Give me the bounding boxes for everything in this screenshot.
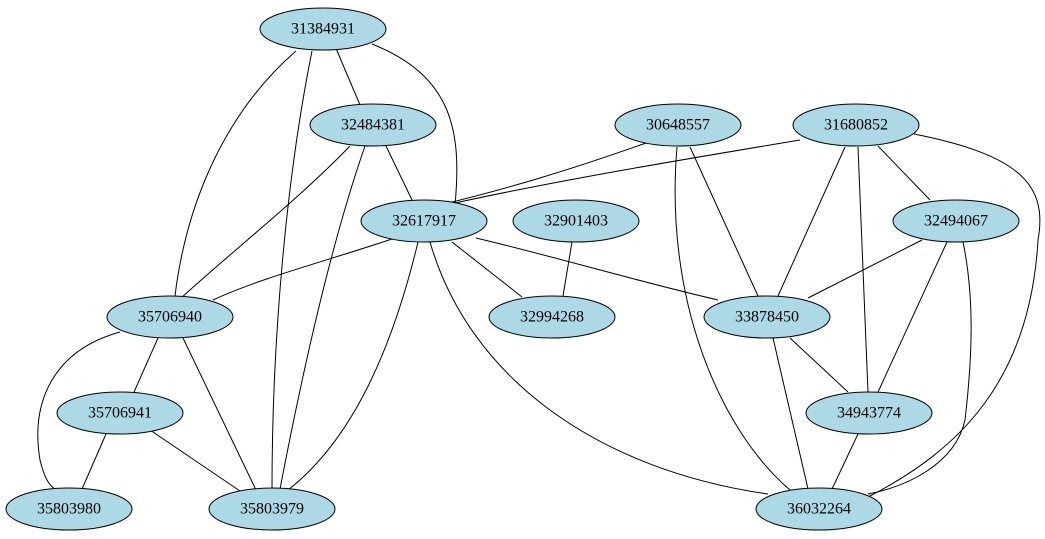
edge-34943774-36032264: [831, 433, 859, 490]
node-ellipse: [309, 103, 437, 147]
node-label: 31680852: [824, 117, 888, 134]
node-32484381[interactable]: 32484381: [309, 103, 437, 147]
edge-33878450-34943774: [789, 337, 849, 393]
node-label: 32994268: [520, 309, 584, 326]
edge-30648557-33878450: [689, 146, 759, 297]
node-label: 32494067: [924, 213, 988, 230]
edge-32617917-36032264: [429, 241, 769, 495]
node-33878450[interactable]: 33878450: [703, 295, 831, 339]
edge-32494067-33878450: [807, 239, 923, 299]
node-ellipse: [259, 7, 387, 51]
node-32617917[interactable]: 32617917: [360, 199, 488, 243]
edge-32617917-33878450: [475, 237, 719, 301]
node-ellipse: [755, 487, 883, 531]
edge-31680852-33878450: [777, 146, 846, 297]
node-ellipse: [703, 295, 831, 339]
node-32494067[interactable]: 32494067: [892, 199, 1020, 243]
node-label: 32617917: [392, 213, 456, 230]
node-ellipse: [805, 391, 933, 435]
node-label: 36032264: [787, 501, 851, 518]
edge-31680852-32494067: [877, 145, 931, 201]
edge-35706941-35803980: [81, 433, 107, 490]
node-label: 35706941: [88, 405, 152, 422]
node-35706941[interactable]: 35706941: [56, 391, 184, 435]
node-ellipse: [892, 199, 1020, 243]
node-label: 33878450: [735, 309, 799, 326]
node-31680852[interactable]: 31680852: [792, 103, 920, 147]
edge-32617917-32994268: [451, 241, 523, 298]
edge-32494067-34943774: [877, 241, 948, 393]
node-ellipse: [488, 295, 616, 339]
node-34943774[interactable]: 34943774: [805, 391, 933, 435]
edge-31384931-35803979: [271, 50, 313, 490]
node-label: 35803980: [37, 501, 101, 518]
node-ellipse: [614, 103, 742, 147]
edge-33878450-36032264: [772, 337, 809, 490]
node-35803980[interactable]: 35803980: [5, 487, 133, 531]
node-ellipse: [512, 199, 640, 243]
edge-31680852-32617917: [454, 139, 801, 204]
edge-35706940-35706941: [133, 337, 159, 393]
node-label: 32484381: [341, 117, 405, 134]
edge-35706940-35803979: [182, 337, 257, 491]
edge-32617917-35706940: [212, 237, 396, 301]
edge-32901403-32994268: [562, 241, 573, 297]
node-label: 35803979: [240, 501, 304, 518]
node-31384931[interactable]: 31384931: [259, 7, 387, 51]
node-ellipse: [792, 103, 920, 147]
edge-35706940-35803980: [37, 331, 121, 492]
node-30648557[interactable]: 30648557: [614, 103, 742, 147]
node-ellipse: [360, 199, 488, 243]
node-35803979[interactable]: 35803979: [208, 487, 336, 531]
edge-32617917-35803979: [287, 241, 419, 491]
edge-31384931-35706940: [174, 50, 297, 297]
edge-30648557-32617917: [439, 142, 647, 206]
edge-32484381-35706940: [179, 145, 351, 300]
node-ellipse: [208, 487, 336, 531]
node-ellipse: [5, 487, 133, 531]
node-label: 32901403: [544, 213, 608, 230]
node-ellipse: [56, 391, 184, 435]
node-32994268[interactable]: 32994268: [488, 295, 616, 339]
node-label: 30648557: [646, 117, 710, 134]
node-ellipse: [106, 295, 234, 339]
node-32901403[interactable]: 32901403: [512, 199, 640, 243]
edge-32494067-36032264: [867, 241, 972, 495]
node-36032264[interactable]: 36032264: [755, 487, 883, 531]
edge-35706941-35803979: [149, 429, 241, 492]
edge-30648557-36032264: [674, 146, 791, 491]
edges-layer: [37, 43, 1041, 498]
node-label: 35706940: [138, 309, 202, 326]
node-label: 31384931: [291, 21, 355, 38]
edge-31680852-36032264: [867, 133, 1041, 498]
nodes-layer: 31384931 32484381 30648557 31680852 3261…: [5, 7, 1020, 531]
edge-31384931-32617917: [371, 43, 458, 206]
edge-32484381-32617917: [385, 145, 413, 201]
edge-31384931-32484381: [334, 45, 361, 106]
node-35706940[interactable]: 35706940: [106, 295, 234, 339]
node-label: 34943774: [837, 405, 901, 422]
edge-32484381-35803979: [279, 145, 366, 490]
